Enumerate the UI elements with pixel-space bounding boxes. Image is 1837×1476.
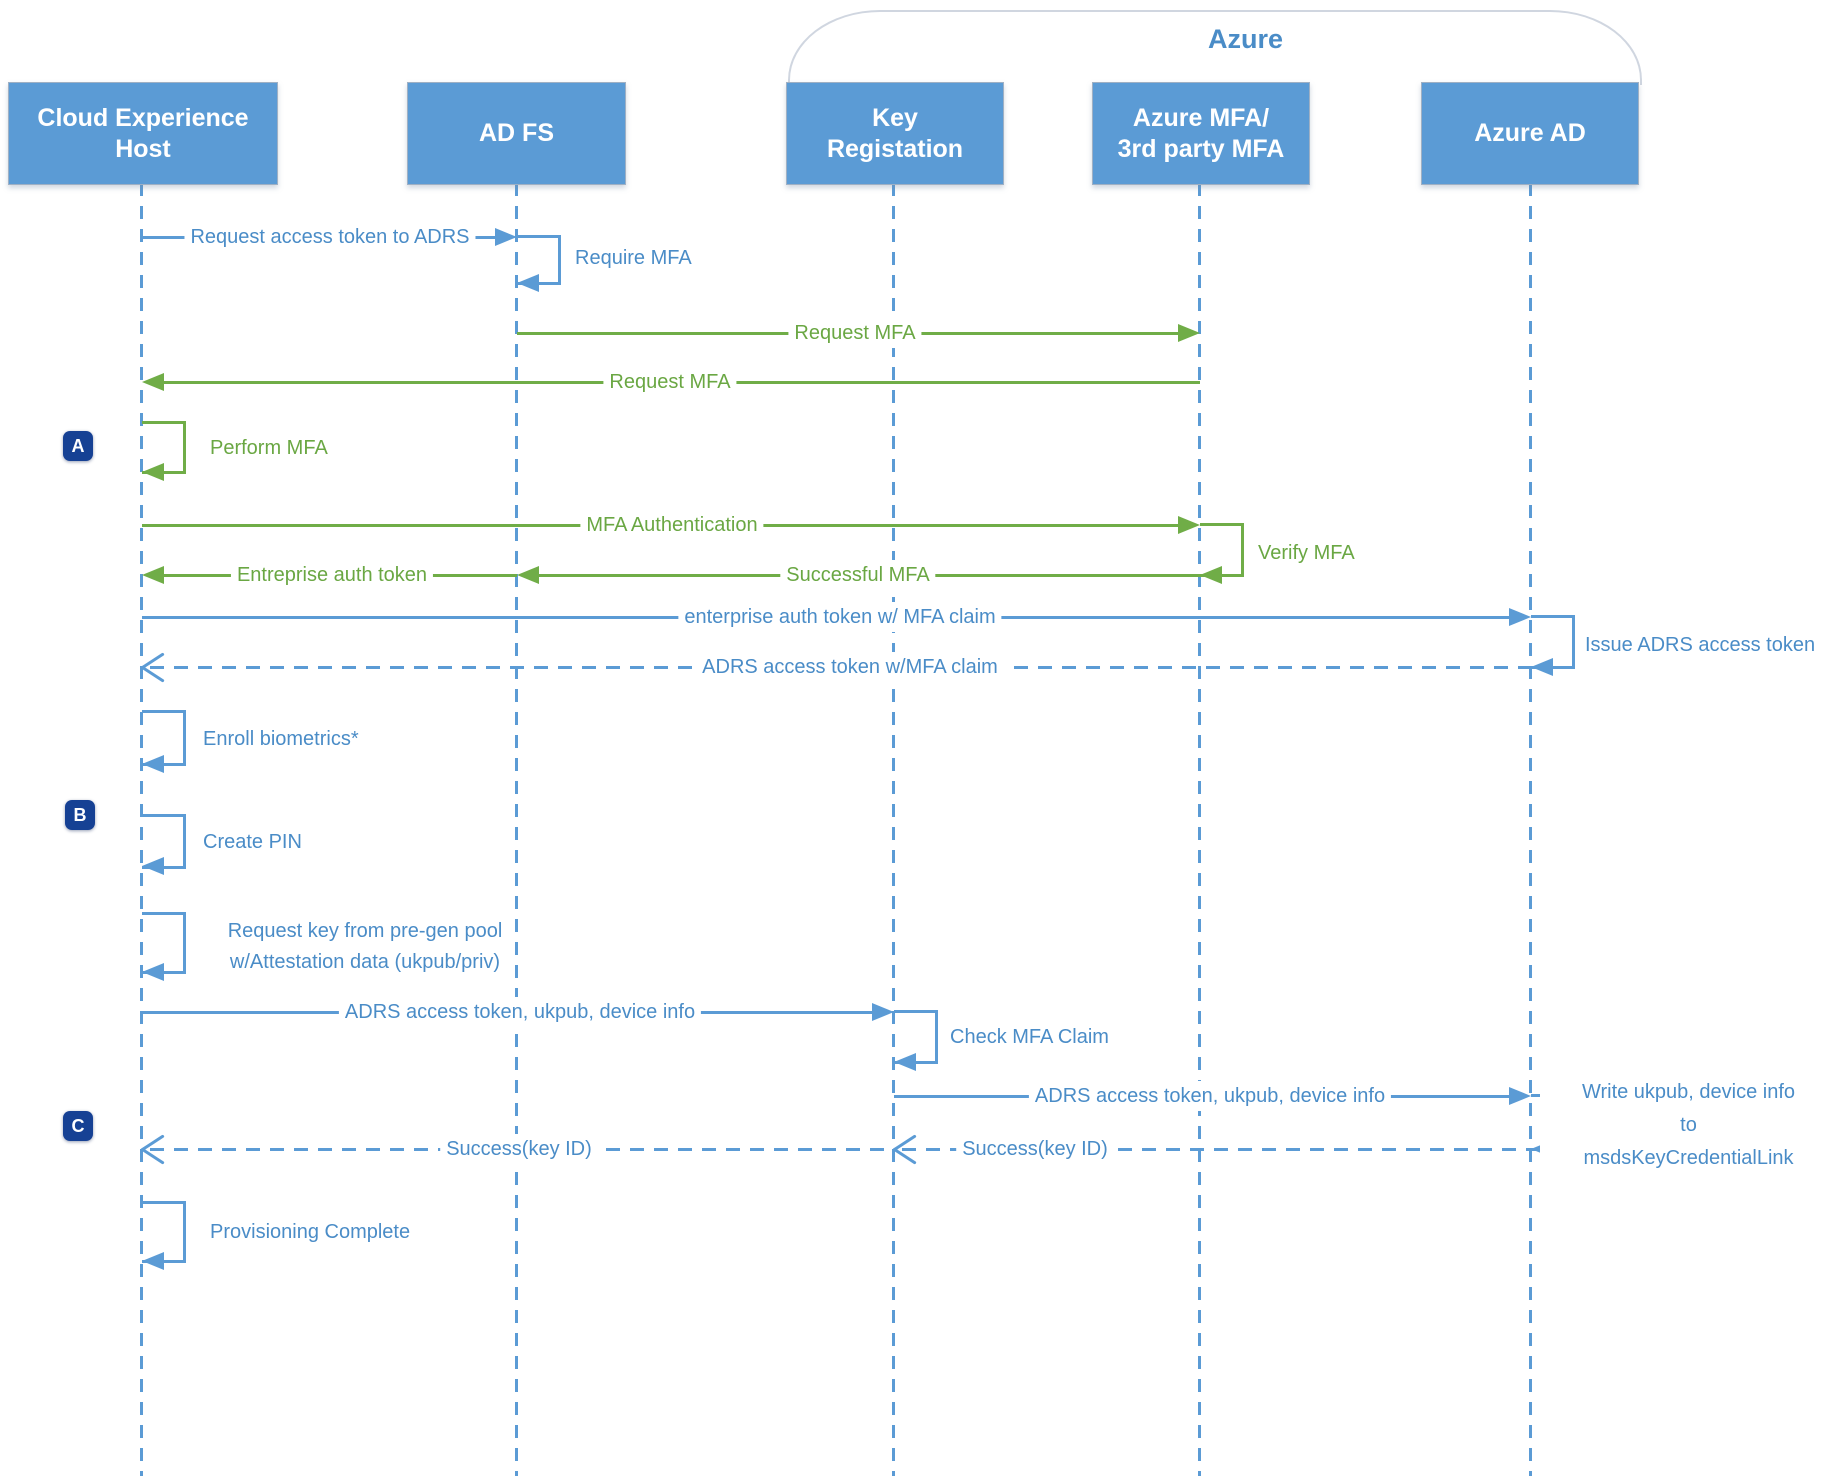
open-arrowhead: [141, 1133, 169, 1165]
message-label: Check MFA Claim: [950, 1026, 1109, 1048]
message-label: Request MFA: [603, 367, 737, 397]
self-loop-create-pin: [142, 814, 186, 869]
arrowhead: [1531, 658, 1553, 676]
arrowhead: [142, 963, 164, 981]
message-label: MFA Authentication: [580, 510, 764, 540]
self-loop-provisioning-complete: [142, 1201, 186, 1263]
message-label: Issue ADRS access token: [1585, 634, 1816, 656]
arrowhead: [142, 463, 164, 481]
arrowhead: [142, 373, 164, 391]
message-label: Request MFA: [788, 318, 922, 348]
step-badge-c: C: [63, 1111, 93, 1141]
message-label: ADRS access token, ukpub, device info: [338, 997, 702, 1027]
message-label: ADRS access token, ukpub, device info: [1028, 1081, 1392, 1111]
arrowhead: [1178, 324, 1200, 342]
lifeline-azure-mfa: [1198, 183, 1201, 1476]
arrowhead: [495, 228, 517, 246]
actor-azure-ad: Azure AD: [1421, 82, 1639, 185]
step-badge-b: B: [65, 800, 95, 830]
arrowhead: [1509, 1087, 1531, 1105]
message-label: Request key from pre-gen pool w/Attestat…: [227, 920, 503, 973]
message-label: Enroll biometrics*: [203, 728, 359, 750]
self-loop-request-key: [142, 912, 186, 974]
self-loop-issue-adrs-token: [1531, 615, 1575, 669]
message-label: Perform MFA: [210, 437, 328, 459]
arrowhead: [142, 566, 164, 584]
actor-key-registration: Key Registation: [786, 82, 1004, 185]
self-loop-enroll-biometrics: [142, 710, 186, 766]
self-loop-check-mfa-claim: [894, 1010, 938, 1064]
arrow-success-key-id-1: [902, 1148, 1531, 1151]
step-badge-a: A: [63, 431, 93, 461]
lifeline-cloud-experience-host: [140, 183, 143, 1476]
lifeline-key-registration: [892, 183, 895, 1476]
lifeline-ad-fs: [515, 183, 518, 1476]
arrowhead: [142, 755, 164, 773]
message-label: ADRS access token w/MFA claim: [696, 652, 1004, 682]
arrowhead: [1178, 516, 1200, 534]
message-label: Write ukpub, device info to msdsKeyCrede…: [1540, 1076, 1837, 1175]
arrowhead: [1509, 608, 1531, 626]
open-arrowhead: [893, 1133, 921, 1165]
message-label: Request access token to ADRS: [184, 222, 476, 252]
arrowhead: [894, 1053, 916, 1071]
lifeline-azure-ad: [1529, 183, 1532, 1476]
message-label: Success(key ID): [956, 1134, 1114, 1164]
message-label: Verify MFA: [1258, 542, 1355, 564]
self-loop-verify-mfa: [1200, 523, 1244, 577]
arrowhead: [517, 566, 539, 584]
actor-cloud-experience-host: Cloud Experience Host: [8, 82, 278, 185]
arrowhead: [517, 274, 539, 292]
arrowhead: [872, 1003, 894, 1021]
message-label: Create PIN: [203, 831, 302, 853]
actor-azure-mfa: Azure MFA/ 3rd party MFA: [1092, 82, 1310, 185]
self-loop-perform-mfa: [142, 421, 186, 474]
arrowhead: [1200, 566, 1222, 584]
arrowhead: [142, 857, 164, 875]
message-label: Success(key ID): [440, 1134, 598, 1164]
message-label: Require MFA: [575, 247, 692, 269]
message-label: Provisioning Complete: [210, 1221, 411, 1243]
self-loop-require-mfa: [517, 235, 561, 285]
actor-ad-fs: AD FS: [407, 82, 626, 185]
message-label: Entreprise auth token: [230, 560, 434, 590]
message-label: Successful MFA: [780, 560, 936, 590]
arrowhead: [142, 1252, 164, 1270]
azure-group-label: Azure: [1208, 24, 1284, 54]
message-label: enterprise auth token w/ MFA claim: [678, 602, 1002, 632]
open-arrowhead: [141, 651, 169, 683]
